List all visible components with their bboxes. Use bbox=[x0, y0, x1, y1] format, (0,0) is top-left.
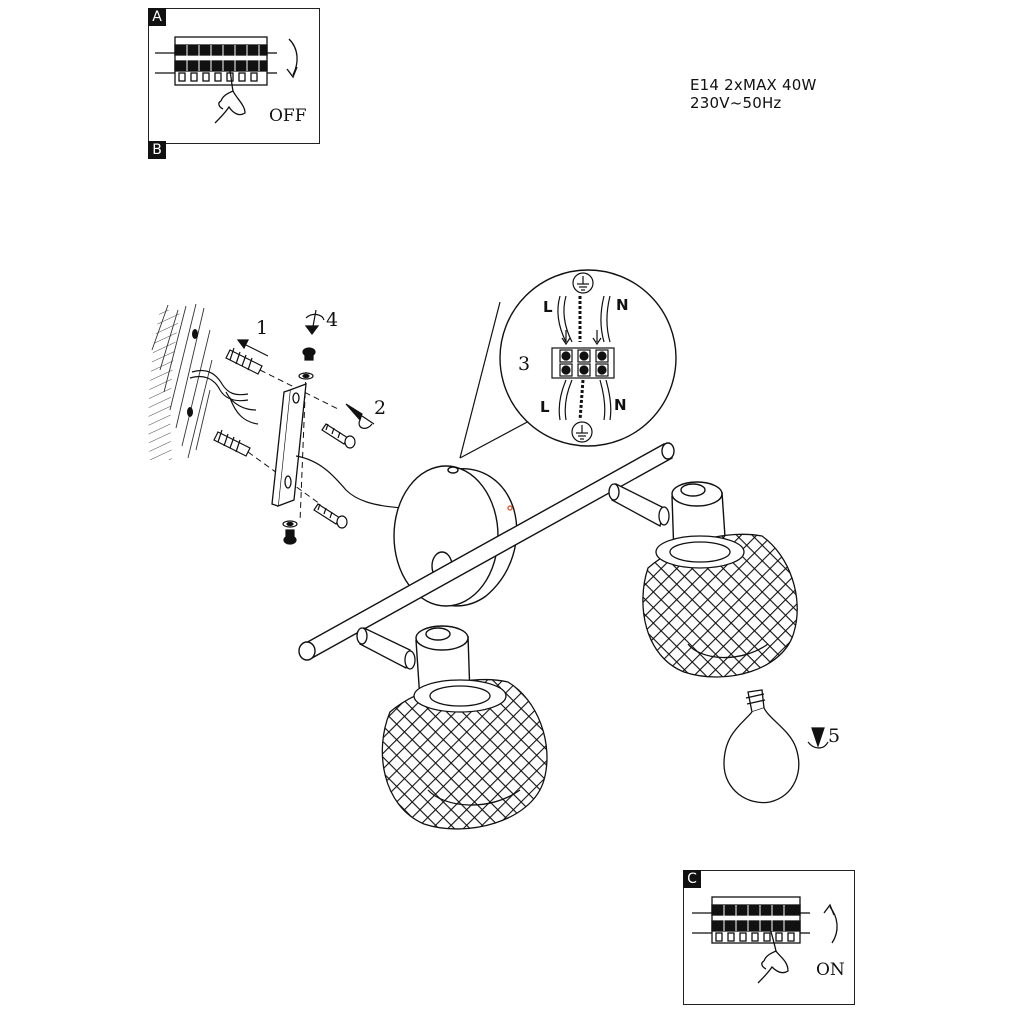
spot-left-shade bbox=[381, 678, 548, 830]
on-label: ON bbox=[816, 960, 845, 980]
live-label-bottom: L bbox=[540, 398, 550, 416]
panel-switch-on: ON bbox=[683, 870, 855, 1005]
step-3-label: 3 bbox=[518, 353, 530, 375]
fixing-screw-lower bbox=[313, 503, 348, 529]
step-2-label: 2 bbox=[374, 397, 386, 419]
e14-bulb bbox=[723, 689, 800, 804]
bracket-screw-top bbox=[298, 347, 316, 380]
mounting-bracket bbox=[271, 383, 307, 507]
step-2-arrow bbox=[345, 403, 375, 429]
spot-right-shade bbox=[642, 533, 798, 678]
panel-tag-c: C bbox=[683, 870, 701, 888]
step-4-label: 4 bbox=[326, 309, 338, 331]
connection-cable bbox=[295, 455, 405, 509]
panel-tag-b: B bbox=[148, 141, 166, 159]
panel-tag-a: A bbox=[148, 8, 166, 26]
bracket-screw-bottom bbox=[282, 520, 298, 545]
fixing-screw-upper bbox=[321, 423, 356, 449]
wall-surface bbox=[148, 303, 213, 460]
panel-switch-off: OFF bbox=[148, 8, 320, 144]
breaker-off-illustration: OFF bbox=[155, 36, 307, 126]
wall-plug-top bbox=[225, 347, 263, 375]
mains-cable bbox=[189, 369, 259, 425]
spec-wattage: E14 2xMAX 40W bbox=[690, 76, 817, 94]
step-5-arrow bbox=[807, 727, 829, 749]
neutral-label-bottom: N bbox=[614, 396, 627, 414]
spec-voltage: 230V~50Hz bbox=[690, 94, 782, 112]
live-label-top: L bbox=[543, 298, 553, 316]
spotlight-bar bbox=[298, 442, 675, 661]
neutral-label-top: N bbox=[616, 296, 629, 314]
step-1-arrow bbox=[236, 339, 269, 357]
step-5-label: 5 bbox=[828, 725, 840, 747]
wiring-detail-circle: L N L N bbox=[499, 269, 677, 447]
spot-right-arm bbox=[608, 483, 670, 527]
spot-left-arm bbox=[356, 627, 416, 670]
step-1-label: 1 bbox=[256, 317, 268, 339]
breaker-on-illustration: ON bbox=[692, 896, 845, 984]
wall-plug-bottom bbox=[213, 429, 251, 457]
off-label: OFF bbox=[269, 106, 307, 126]
step-4-arrow bbox=[304, 309, 325, 335]
